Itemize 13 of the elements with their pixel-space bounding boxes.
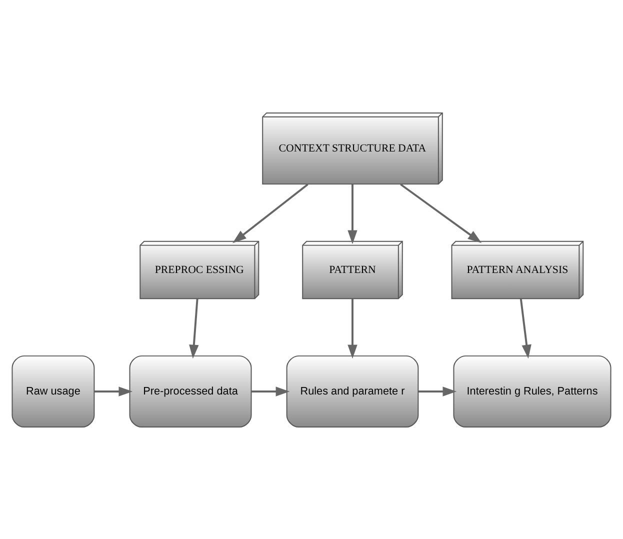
arrow: [189, 298, 199, 358]
arrow: [348, 298, 358, 358]
arrow: [400, 183, 482, 243]
arrow: [348, 184, 358, 244]
arrow: [252, 386, 290, 396]
node-box: Rules and paramete r: [286, 354, 419, 428]
node-box: Pre-processed data: [129, 354, 252, 428]
node-box: Raw usage: [12, 354, 95, 428]
arrow: [520, 298, 532, 358]
arrow: [418, 386, 457, 396]
node-box: Interestin g Rules, Patterns: [453, 354, 612, 428]
arrow: [232, 183, 308, 243]
arrow: [94, 386, 133, 396]
